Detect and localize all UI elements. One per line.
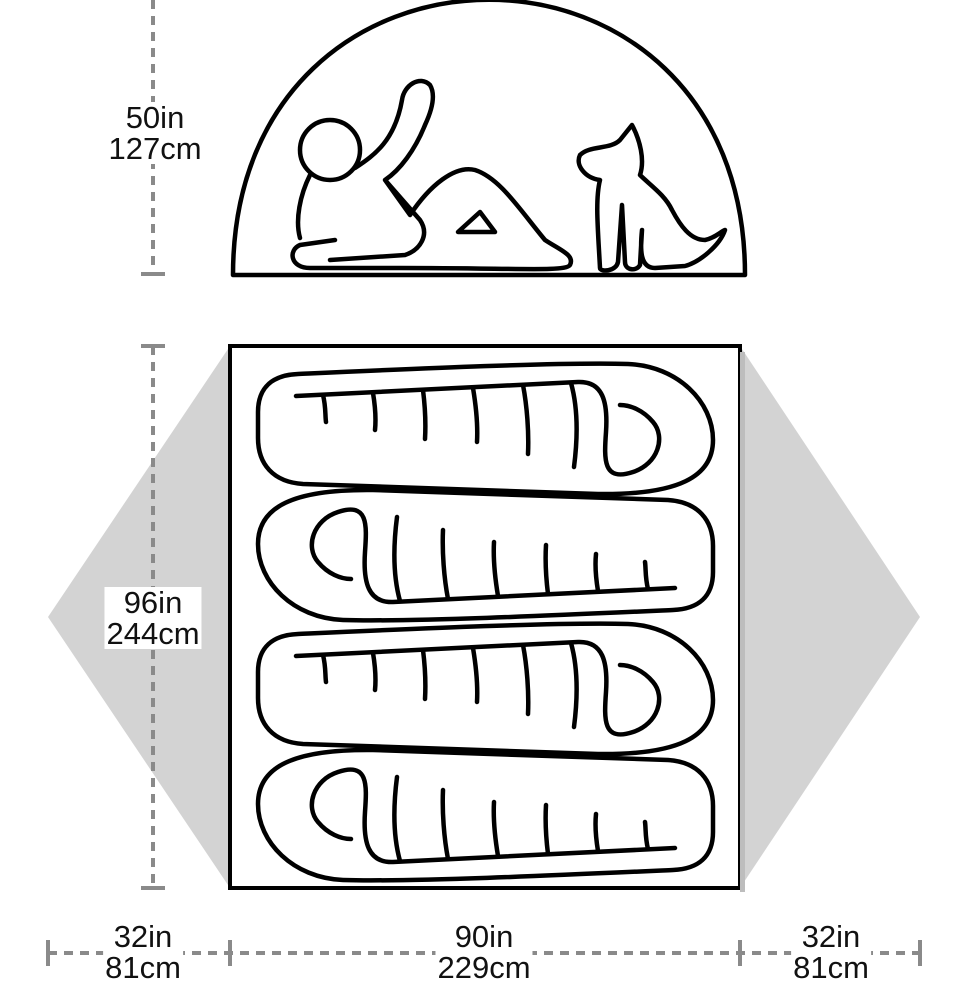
width-metric: 81cm — [793, 950, 869, 985]
length-dimension-line — [141, 344, 165, 890]
floor-width-label: 90in 229cm — [435, 919, 533, 985]
width-metric: 81cm — [105, 950, 181, 985]
length-imperial: 96in — [123, 585, 183, 620]
length-metric: 244cm — [106, 616, 200, 651]
left-vestibule-width-label: 32in 81cm — [103, 921, 183, 983]
width-metric: 229cm — [437, 950, 531, 985]
height-metric: 127cm — [108, 131, 202, 166]
width-imperial: 32in — [801, 919, 861, 954]
height-imperial: 50in — [125, 100, 185, 135]
right-vestibule-width-label: 32in 81cm — [791, 921, 871, 983]
length-label: 96in 244cm — [104, 585, 202, 651]
width-imperial: 90in — [454, 919, 514, 954]
height-label: 50in 127cm — [106, 100, 204, 166]
tent-side-profile — [230, 0, 748, 278]
right-vestibule — [740, 346, 920, 888]
dog-icon — [576, 122, 728, 273]
width-imperial: 32in — [113, 919, 173, 954]
person-icon — [290, 78, 574, 272]
